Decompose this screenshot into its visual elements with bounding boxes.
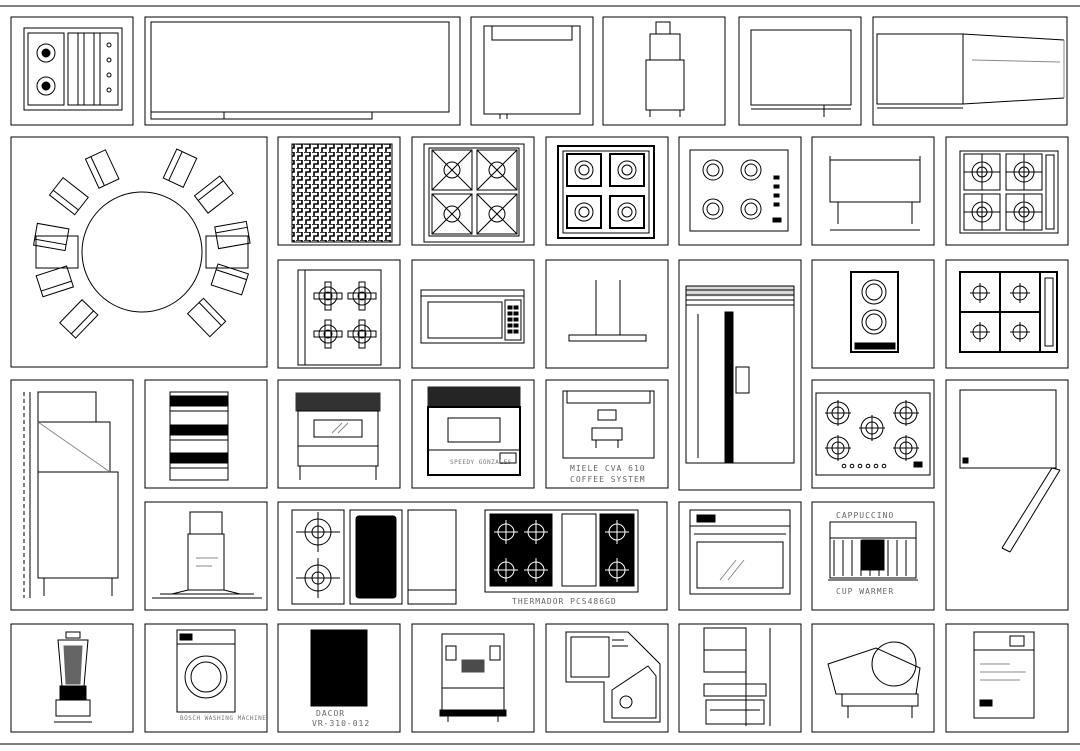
block-mixer-tall (602, 16, 726, 126)
gas-burner (825, 400, 851, 426)
block-meat-slicer (811, 623, 935, 733)
table-chair (59, 299, 99, 339)
bosch-caption: BOSCH WASHING MACHINE (180, 715, 266, 722)
block-appliance-panel (945, 623, 1069, 733)
block-wall-oven (678, 501, 802, 611)
gas-burner (893, 400, 919, 426)
block-undercounter (738, 16, 862, 126)
gas-burner (431, 149, 473, 191)
block-espresso-machine (411, 623, 535, 733)
block-modular-cooktops: THERMADOR PCS486GD (277, 501, 668, 611)
coffee-caption-line2: COFFEE SYSTEM (570, 475, 646, 484)
block-grid-cooktop (945, 259, 1069, 369)
gas-burner (476, 193, 518, 235)
rangetop-model-label: THERMADOR PCS486GD (512, 597, 617, 606)
block-washing-machine: BOSCH WASHING MACHINE (144, 623, 268, 733)
gas-burner (566, 153, 602, 187)
gas-burner (963, 193, 1001, 231)
table-chair (32, 222, 70, 252)
gas-burner (893, 435, 919, 461)
cross-burner (313, 281, 343, 311)
gas-burner (476, 149, 518, 191)
cross-burner (347, 281, 377, 311)
gas-burner (609, 153, 645, 187)
gas-burner (566, 195, 602, 229)
table-chair (210, 263, 250, 296)
block-range-hood (545, 259, 669, 369)
table-chair (162, 148, 198, 188)
table-chair (84, 149, 120, 189)
block-gas-cooktop-2x2 (411, 136, 535, 246)
block-bar-sink (811, 136, 935, 246)
block-rangetop-side (945, 136, 1069, 246)
block-chimney-hood (144, 501, 268, 611)
block-warming-drawer (144, 379, 268, 489)
block-round-table (10, 136, 268, 368)
table-chair (186, 297, 227, 338)
block-microwave (411, 259, 535, 369)
gas-burner (1005, 193, 1043, 231)
cross-burner (313, 319, 343, 349)
dacor-caption-line2: VR-310-012 (312, 719, 370, 728)
block-range-30 (277, 379, 401, 489)
table-chair (193, 175, 234, 214)
gas-burner (605, 520, 629, 544)
range-badge-text: SPEEDY GONZALES (450, 459, 512, 466)
cross-burner (347, 319, 377, 349)
gas-burner (859, 415, 885, 441)
block-black-panel: DACOR VR-310-012 (277, 623, 401, 733)
coffee-caption-line1: MIELE CVA 610 (570, 464, 646, 473)
block-range-36: SPEEDY GONZALES (411, 379, 535, 489)
cup-warmer-label: CUP WARMER (836, 587, 894, 596)
block-cooktop-5-burner (811, 379, 935, 489)
table-chair (214, 220, 251, 250)
gas-burner (825, 435, 851, 461)
block-long-counter (144, 16, 461, 126)
gas-burner (963, 153, 1001, 191)
table-chair (48, 176, 89, 216)
block-corner-sink (545, 623, 669, 733)
warmer-top-label: CAPPUCCINO (836, 511, 894, 520)
block-cooktop-small (10, 16, 134, 126)
block-cup-warmer: CAPPUCCINO CUP WARMER (811, 501, 935, 611)
gas-burner (431, 193, 473, 235)
gas-burner (524, 520, 548, 544)
block-gas-cooktop-grid (545, 136, 669, 246)
block-electric-cooktop (678, 136, 802, 246)
block-domino-induction (811, 259, 935, 369)
block-shelving-unit (678, 623, 802, 733)
dacor-caption-line1: DACOR (316, 709, 345, 718)
block-warewasher-side (10, 379, 134, 611)
block-sink-cabinet (470, 16, 594, 126)
gas-burner (609, 195, 645, 229)
gas-burner (494, 558, 518, 582)
gas-burner (524, 558, 548, 582)
gas-burner (605, 558, 629, 582)
gas-burner (1005, 153, 1043, 191)
block-cooktop-4-burner (277, 259, 401, 369)
block-dishwasher-open (872, 16, 1068, 126)
block-grille-vent (277, 136, 401, 246)
block-blender (10, 623, 134, 733)
block-fridge-side-by-side (678, 259, 802, 491)
block-door-swing (945, 379, 1069, 611)
block-coffee-system: MIELE CVA 610 COFFEE SYSTEM (545, 379, 669, 489)
table-chair (35, 265, 75, 298)
gas-burner (494, 520, 518, 544)
